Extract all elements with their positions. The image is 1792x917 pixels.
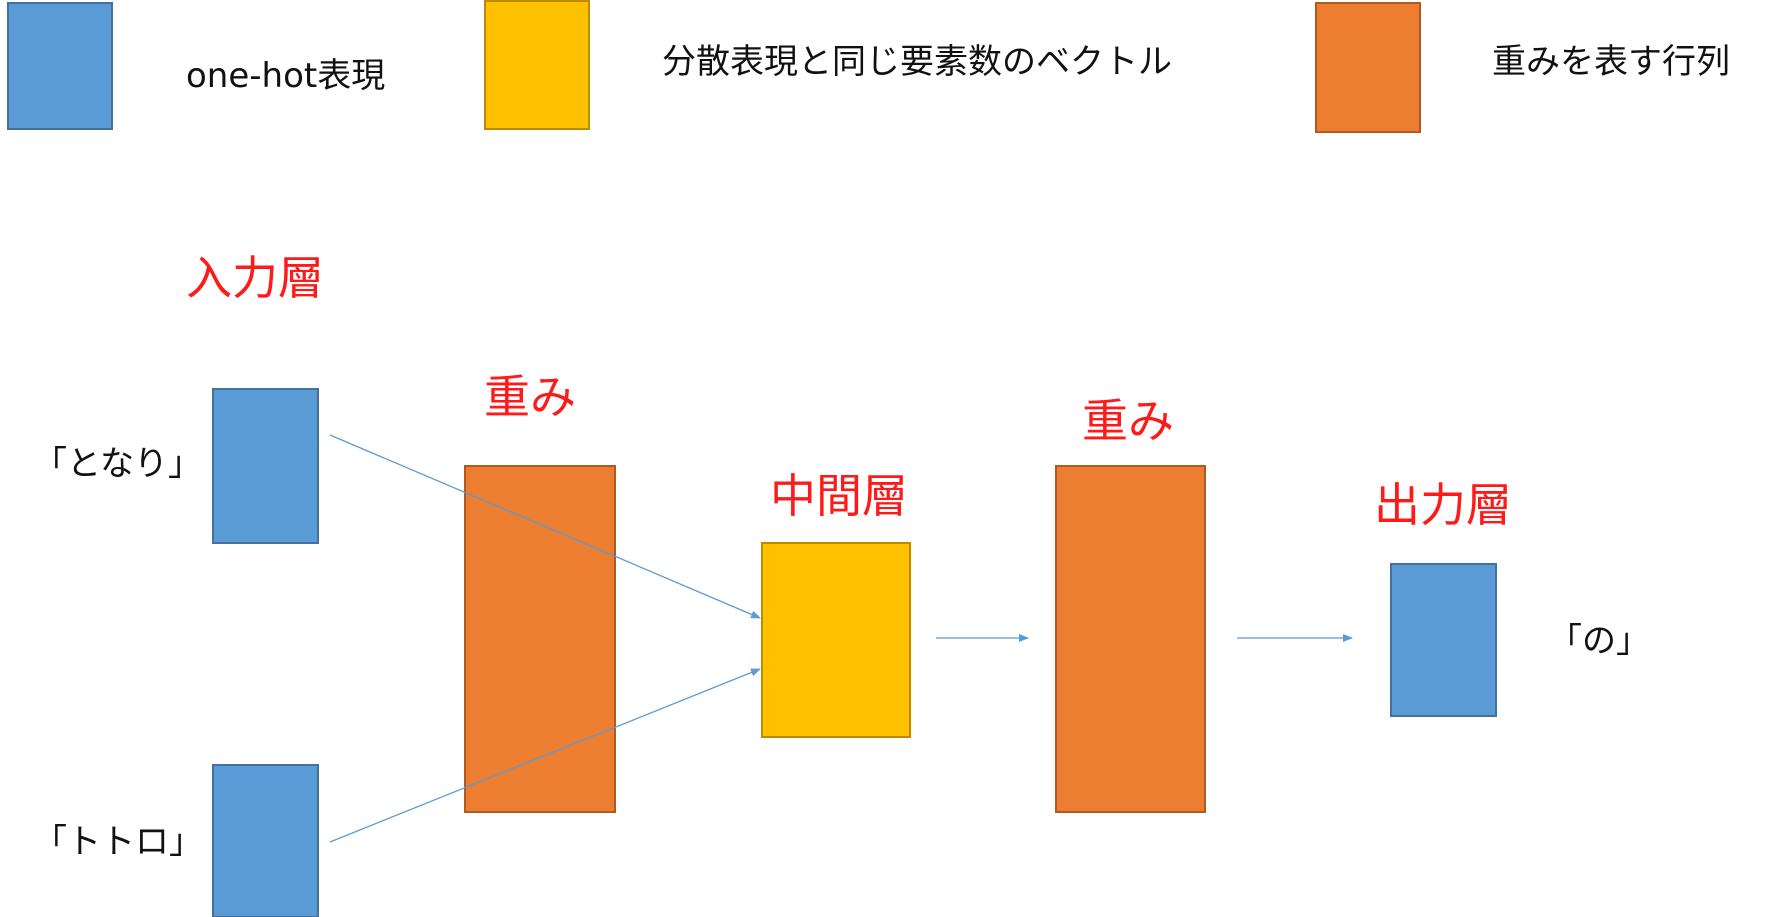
legend-one-hot-swatch xyxy=(7,2,113,130)
middle-layer-vector xyxy=(761,542,911,738)
legend-one-hot-label: one-hot表現 xyxy=(186,56,386,96)
output-vector xyxy=(1390,563,1497,717)
input-vector-1 xyxy=(212,388,319,544)
input-vector-2 xyxy=(212,764,319,917)
legend-weight-label: 重みを表す行列 xyxy=(1492,42,1730,82)
output-word: 「の」 xyxy=(1548,621,1650,661)
weight-matrix-1 xyxy=(464,465,616,813)
legend-distributed-label: 分散表現と同じ要素数のベクトル xyxy=(662,42,1172,82)
weight-label-2: 重み xyxy=(1082,394,1174,448)
input-layer-label: 入力層 xyxy=(186,251,324,305)
middle-layer-label: 中間層 xyxy=(770,469,908,523)
weight-matrix-2 xyxy=(1055,465,1206,813)
legend-distributed-swatch xyxy=(484,0,590,130)
input-word-1: 「となり」 xyxy=(33,444,202,484)
weight-label-1: 重み xyxy=(484,370,576,424)
output-layer-label: 出力層 xyxy=(1374,478,1512,532)
input-word-2: 「トトロ」 xyxy=(33,822,203,862)
legend-weight-swatch xyxy=(1315,2,1421,133)
